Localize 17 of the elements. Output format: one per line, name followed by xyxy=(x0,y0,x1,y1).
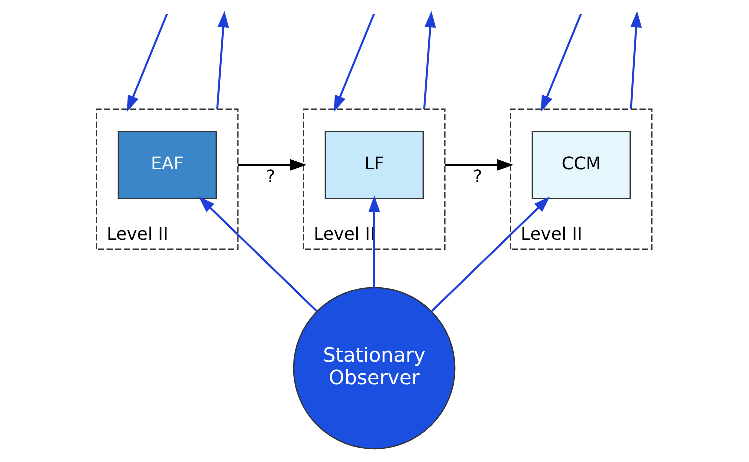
arrow xyxy=(368,196,380,288)
arrow xyxy=(334,14,376,112)
arrow xyxy=(431,196,550,312)
arrow xyxy=(238,159,307,171)
arrow xyxy=(423,11,436,110)
arrow xyxy=(445,159,514,171)
node-box: EAF xyxy=(118,131,218,200)
edge-label: ? xyxy=(266,168,276,188)
node-box: LF xyxy=(324,131,424,200)
node-box: CCM xyxy=(532,131,632,200)
node-circle: Stationary Observer xyxy=(293,287,456,450)
arrow xyxy=(630,11,642,110)
arrow xyxy=(127,14,168,112)
arrow xyxy=(216,11,230,110)
arrow xyxy=(541,14,582,112)
arrow xyxy=(198,196,318,312)
edge-label: ? xyxy=(473,168,483,188)
